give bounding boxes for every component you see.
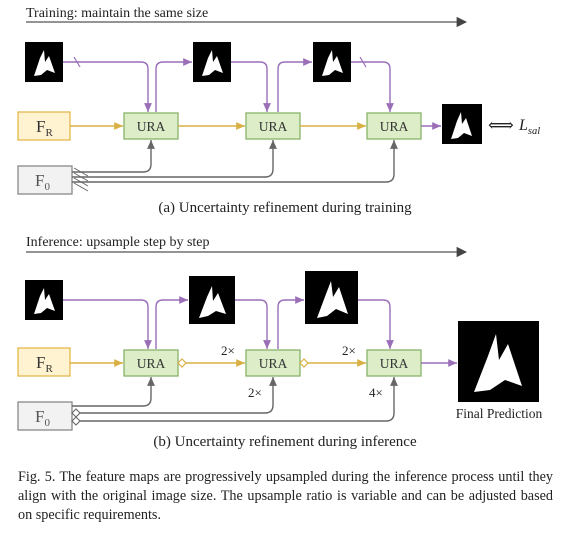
inference-ura-1-label: URA [137, 356, 166, 371]
training-f0-arrow-1 [72, 140, 155, 173]
training-f0-box [17, 165, 73, 195]
inference-mask-2 [189, 276, 235, 324]
inference-f0-arrow-2 [80, 377, 277, 414]
training-mask-arrow-5 [351, 61, 394, 112]
figure-caption: Fig. 5. The feature maps are progressive… [18, 469, 553, 523]
inference-f0-arrow-1 [72, 377, 155, 407]
final-prediction-label: Final Prediction [456, 406, 543, 421]
inference-f0-arrow-3 [80, 377, 398, 422]
training-output-mask [442, 104, 482, 144]
training-ura-3 [366, 112, 422, 140]
diagram: Training: maintain the same size FR F0 U… [17, 6, 543, 450]
inference-banner: Inference: upsample step by step [26, 235, 210, 250]
training-mask-arrow-3 [231, 61, 271, 112]
inference-upsample-diamond-1 [177, 358, 187, 368]
training-mask-tick-5 [359, 56, 367, 68]
training-f0-arrow-2 [72, 140, 277, 178]
training-mask-3 [313, 42, 351, 82]
training-ura-2 [245, 112, 301, 140]
inference-mask-arrow-2 [155, 296, 188, 349]
training-mask-2 [193, 42, 231, 82]
training-loss-label: Lsal [518, 117, 540, 137]
training-mask-arrow-2 [155, 58, 192, 112]
training-mask-arrow-1 [63, 61, 152, 112]
inference-f0-box [17, 401, 73, 431]
training-f0-arrow-3 [72, 140, 398, 183]
inference-f0-diamond-1 [71, 408, 81, 418]
inference-ura-3 [366, 349, 422, 377]
inference-scale-f0-2x: 2× [248, 385, 262, 400]
inference-fr-box [17, 347, 71, 377]
inference-caption: (b) Uncertainty refinement during infere… [153, 434, 417, 450]
inference-f0-diamond-2 [71, 416, 81, 426]
inference-mask-3 [305, 271, 358, 324]
training-fr-label: FR [36, 117, 53, 139]
inference-ura-2-label: URA [259, 356, 288, 371]
inference-scale-f0-4x: 4× [369, 385, 383, 400]
final-prediction-mask [458, 321, 539, 402]
inference-ura-3-label: URA [380, 356, 409, 371]
training-ura-1-label: URA [137, 119, 166, 134]
inference-mask-arrow-5 [358, 299, 394, 349]
inference-mask-arrow-4 [277, 296, 304, 349]
training-mask-tick-1 [73, 56, 81, 68]
training-f0-hatch [73, 167, 89, 192]
training-caption: (a) Uncertainty refinement during traini… [158, 200, 412, 216]
training-f0-label: F0 [35, 171, 50, 193]
inference-ura-1 [123, 349, 179, 377]
inference-f0-label: F0 [35, 407, 50, 429]
inference-upsample-diamond-2 [299, 358, 309, 368]
training-ura-3-label: URA [380, 119, 409, 134]
inference-scale-fr-2: 2× [342, 343, 356, 358]
inference-mask-1 [25, 280, 63, 320]
training-ura-1 [123, 112, 179, 140]
inference-mask-arrow-3 [235, 299, 271, 349]
training-mask-arrow-4 [277, 58, 312, 112]
training-mask-1 [25, 42, 63, 82]
inference-fr-label: FR [36, 353, 53, 375]
training-loss-arrow: ⟺ [488, 115, 514, 135]
inference-mask-arrow-1 [63, 299, 152, 349]
inference-scale-fr-1: 2× [221, 343, 235, 358]
training-banner: Training: maintain the same size [26, 6, 208, 21]
training-ura-2-label: URA [259, 119, 288, 134]
